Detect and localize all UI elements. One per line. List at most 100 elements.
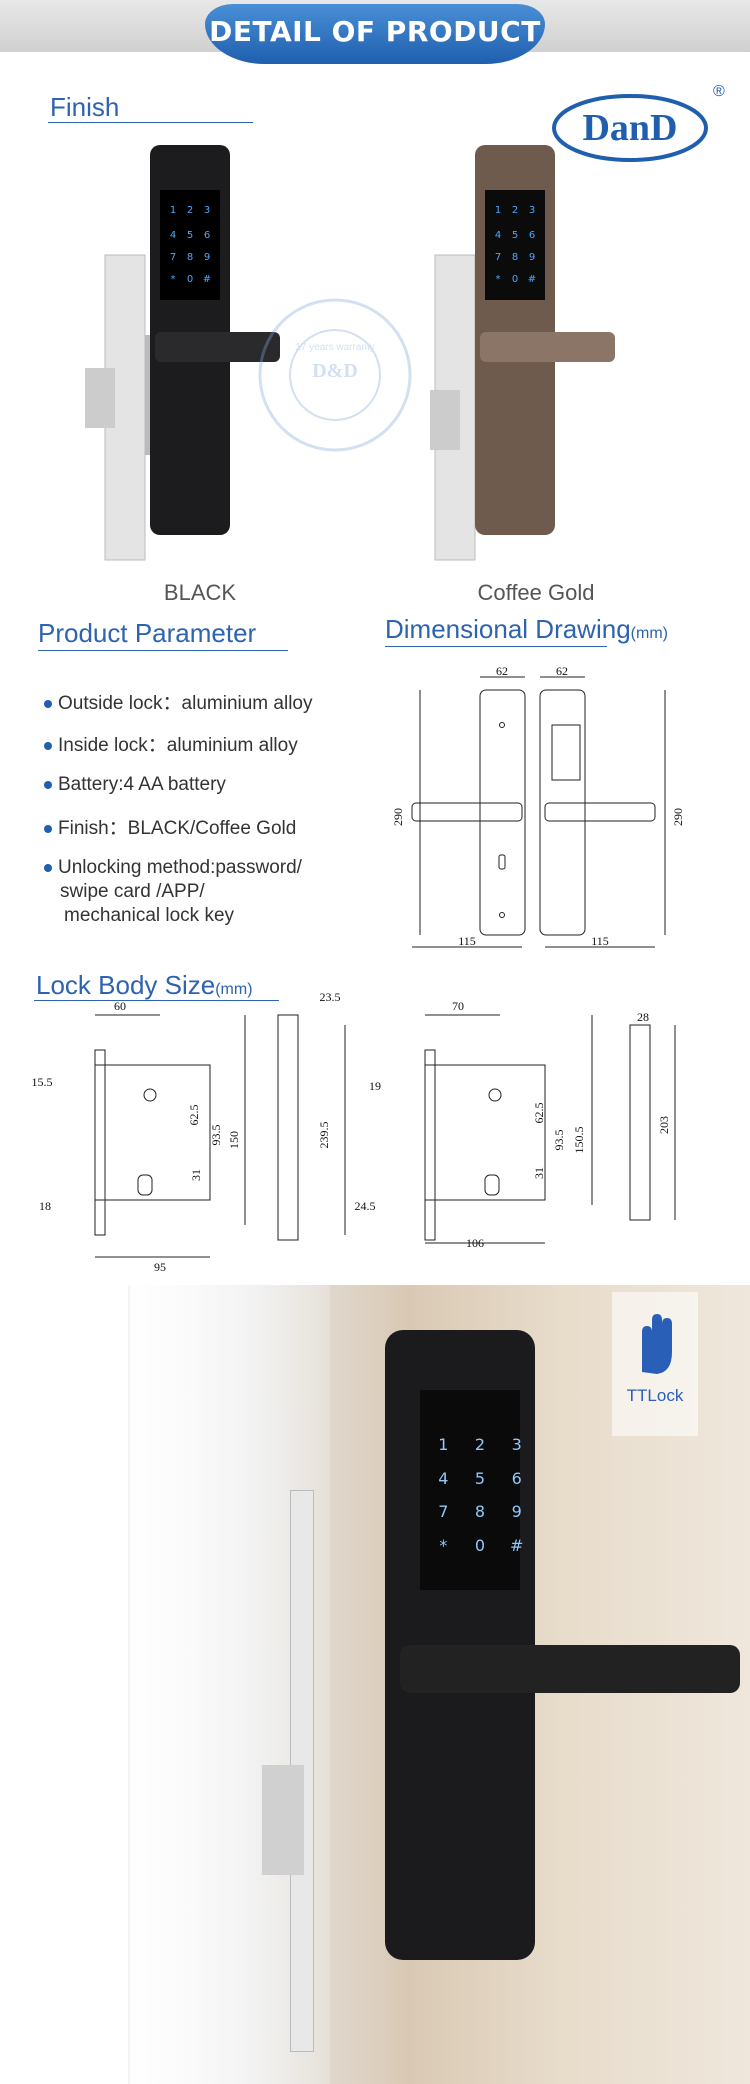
svg-text:0: 0 (512, 274, 518, 285)
bullet-icon (44, 699, 52, 708)
latch-bolt (262, 1765, 304, 1875)
svg-text:5: 5 (512, 230, 518, 241)
svg-text:31: 31 (532, 1167, 546, 1179)
svg-text:62.5: 62.5 (532, 1103, 546, 1124)
dimensional-drawing-underline (385, 646, 607, 647)
bullet-icon (44, 741, 52, 750)
keypad-key: 8 (474, 1502, 486, 1521)
svg-text:*: * (496, 274, 501, 285)
product-parameter-underline (38, 650, 288, 651)
hand-icon (642, 1314, 672, 1374)
svg-text:150: 150 (227, 1131, 241, 1149)
svg-text:70: 70 (452, 999, 464, 1013)
finish-title: Finish (50, 92, 120, 122)
keypad-key: 4 (438, 1468, 449, 1488)
watermark-dd: D&D (312, 360, 358, 382)
dand-logo: DanD ® (552, 83, 725, 162)
param-item-unlocking: Unlocking method:password/ swipe card /A… (44, 856, 302, 928)
svg-text:5: 5 (187, 230, 193, 241)
svg-text:239.5: 239.5 (317, 1122, 331, 1149)
param-item: Finish：BLACK/Coffee Gold (44, 813, 296, 840)
svg-text:150.5: 150.5 (572, 1127, 586, 1154)
registered-mark: ® (713, 83, 725, 100)
dim-height-left: 290 (391, 808, 405, 826)
svg-text:#: # (203, 274, 211, 285)
keypad-key: 2 (474, 1435, 486, 1454)
keypad-key: 9 (511, 1502, 522, 1521)
keypad-key: 7 (438, 1502, 449, 1521)
svg-text:62.5: 62.5 (187, 1105, 201, 1126)
svg-text:0: 0 (187, 274, 193, 285)
svg-text:18: 18 (39, 1199, 51, 1213)
svg-text:15.5: 15.5 (32, 1075, 53, 1089)
svg-text:9: 9 (529, 252, 535, 263)
lock-body-title: Lock Body Size(mm) (36, 970, 253, 1000)
svg-text:93.5: 93.5 (552, 1130, 566, 1151)
svg-text:9: 9 (204, 252, 210, 263)
dimensional-drawing: 62 62 290 290 115 115 (391, 665, 685, 948)
keypad-key: # (509, 1535, 524, 1555)
param-item: Outside lock：aluminium alloy (44, 688, 313, 715)
svg-text:*: * (171, 274, 176, 285)
svg-text:7: 7 (495, 252, 501, 263)
keypad-key: 0 (474, 1535, 486, 1555)
dim-width-back: 62 (556, 665, 568, 678)
ttlock-badge: TTLock (612, 1292, 698, 1436)
watermark-warranty: 17 years warranty (295, 342, 374, 353)
svg-text:23.5: 23.5 (320, 990, 341, 1004)
lock-body-drawing-left: 60 15.5 62.5 93.5 150 31 18 95 23.5 239.… (32, 990, 346, 1274)
dim-width-front: 62 (496, 665, 508, 678)
lock-body-underline (34, 1000, 279, 1001)
svg-text:7: 7 (170, 252, 176, 263)
svg-text:106: 106 (466, 1236, 484, 1250)
svg-text:203: 203 (657, 1116, 671, 1134)
svg-text:2: 2 (512, 205, 518, 216)
svg-text:2: 2 (187, 205, 193, 216)
svg-text:6: 6 (204, 230, 210, 241)
svg-text:95: 95 (154, 1260, 166, 1274)
lock-body-drawing-right: 70 19 62.5 93.5 150.5 31 24.5 106 28 203 (355, 999, 676, 1250)
svg-text:3: 3 (529, 205, 535, 216)
svg-text:93.5: 93.5 (209, 1125, 223, 1146)
keypad: 1 2 3 4 5 6 7 8 9 * 0 # (425, 1435, 535, 1555)
param-item: Inside lock：aluminium alloy (44, 730, 298, 757)
bullet-icon (44, 780, 52, 789)
page-title: DETAIL OF PRODUCT (205, 4, 545, 64)
bullet-icon (44, 824, 52, 833)
svg-text:31: 31 (189, 1169, 203, 1181)
svg-text:8: 8 (187, 252, 193, 263)
keypad-key: 3 (511, 1435, 522, 1454)
svg-text:24.5: 24.5 (355, 1199, 376, 1213)
finish-black-label: BLACK (163, 580, 237, 605)
ttlock-label: TTLock (626, 1386, 684, 1405)
finish-coffee-gold-label: Coffee Gold (477, 580, 595, 605)
svg-text:8: 8 (512, 252, 518, 263)
logo-text: DanD (582, 107, 677, 149)
svg-text:19: 19 (369, 1079, 381, 1093)
bullet-icon (44, 863, 52, 872)
svg-text:4: 4 (495, 230, 501, 241)
svg-text:28: 28 (637, 1010, 649, 1024)
watermark-seal: D&D 17 years warranty (258, 298, 412, 452)
param-item: Battery:4 AA battery (44, 774, 226, 796)
svg-text:60: 60 (114, 999, 126, 1013)
finish-underline (48, 122, 253, 123)
svg-text:1: 1 (170, 205, 176, 216)
keypad-key: 5 (474, 1468, 486, 1488)
keypad-key: 6 (511, 1468, 522, 1488)
dim-lever-left: 115 (458, 934, 476, 948)
black-lock-closeup (385, 1330, 740, 1960)
svg-text:6: 6 (529, 230, 535, 241)
svg-text:3: 3 (204, 205, 210, 216)
keypad-key: * (439, 1535, 448, 1555)
svg-text:4: 4 (170, 230, 176, 241)
keypad-key: 1 (438, 1435, 449, 1454)
product-parameter-title: Product Parameter (38, 618, 257, 648)
dim-height-right: 290 (671, 808, 685, 826)
svg-text:1: 1 (495, 205, 501, 216)
svg-text:#: # (528, 274, 536, 285)
dimensional-drawing-title: Dimensional Drawing(mm) (385, 614, 668, 644)
dim-lever-right: 115 (591, 934, 609, 948)
